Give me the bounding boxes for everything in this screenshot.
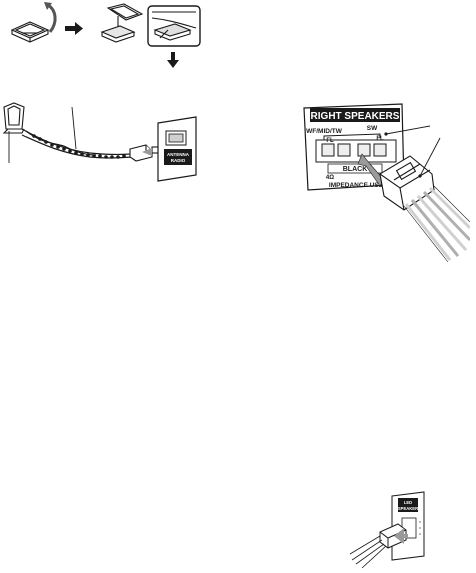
- arrow-right-icon: [65, 22, 83, 35]
- color-label: BLACK: [343, 166, 368, 173]
- led-insert-arrow-icon: [394, 528, 408, 544]
- antenna-connection-diagram: ANTENNA RADIO: [2, 102, 197, 182]
- speaker-heading-box: [310, 108, 400, 122]
- connect-arrow-icon: [142, 148, 152, 156]
- left-terminal-label: FL: [326, 138, 334, 144]
- left-group-label: WF/MID/TW: [306, 128, 343, 135]
- antenna-jack-panel: ANTENNA RADIO: [157, 116, 197, 182]
- speaker-cable-bundle: [404, 186, 470, 261]
- impedance-use-label: IMPEDANCE USE: [329, 182, 384, 189]
- callout-line: [385, 125, 431, 135]
- arrow-down-icon: [167, 52, 179, 68]
- right-speakers-connector-diagram: RIGHT SPEAKERS WF/MID/TW SW FL FL BLACK …: [303, 103, 470, 263]
- folded-antenna-icon: [10, 21, 50, 43]
- rotate-arrow-icon: [44, 2, 57, 33]
- color-label-box: [327, 163, 383, 174]
- callout-line: [71, 106, 77, 150]
- twist-beads: [32, 134, 126, 159]
- speaker-heading: RIGHT SPEAKERS: [311, 111, 400, 122]
- led-speaker-connector-diagram: LED SPEAKER: [349, 491, 425, 569]
- jack-label-antenna: ANTENNA: [167, 152, 190, 157]
- terminal-block: [315, 133, 397, 163]
- antenna-assembly-steps: [10, 2, 201, 68]
- right-group-label: SW: [367, 125, 378, 132]
- magnified-detail-icon: [147, 5, 201, 47]
- loop-antenna-icon: [2, 102, 25, 134]
- impedance-left-label: 4Ω: [326, 175, 334, 181]
- led-label-line1: LED: [404, 500, 412, 505]
- jack-label-radio: RADIO: [171, 158, 186, 163]
- right-terminal-label: FL: [376, 136, 384, 142]
- antenna-plug-icon: [129, 144, 161, 162]
- led-cable-bundle: [349, 535, 387, 569]
- callout-line: [419, 137, 441, 177]
- unfolded-antenna-icon: [100, 3, 144, 43]
- led-label-line2: SPEAKER: [398, 506, 418, 511]
